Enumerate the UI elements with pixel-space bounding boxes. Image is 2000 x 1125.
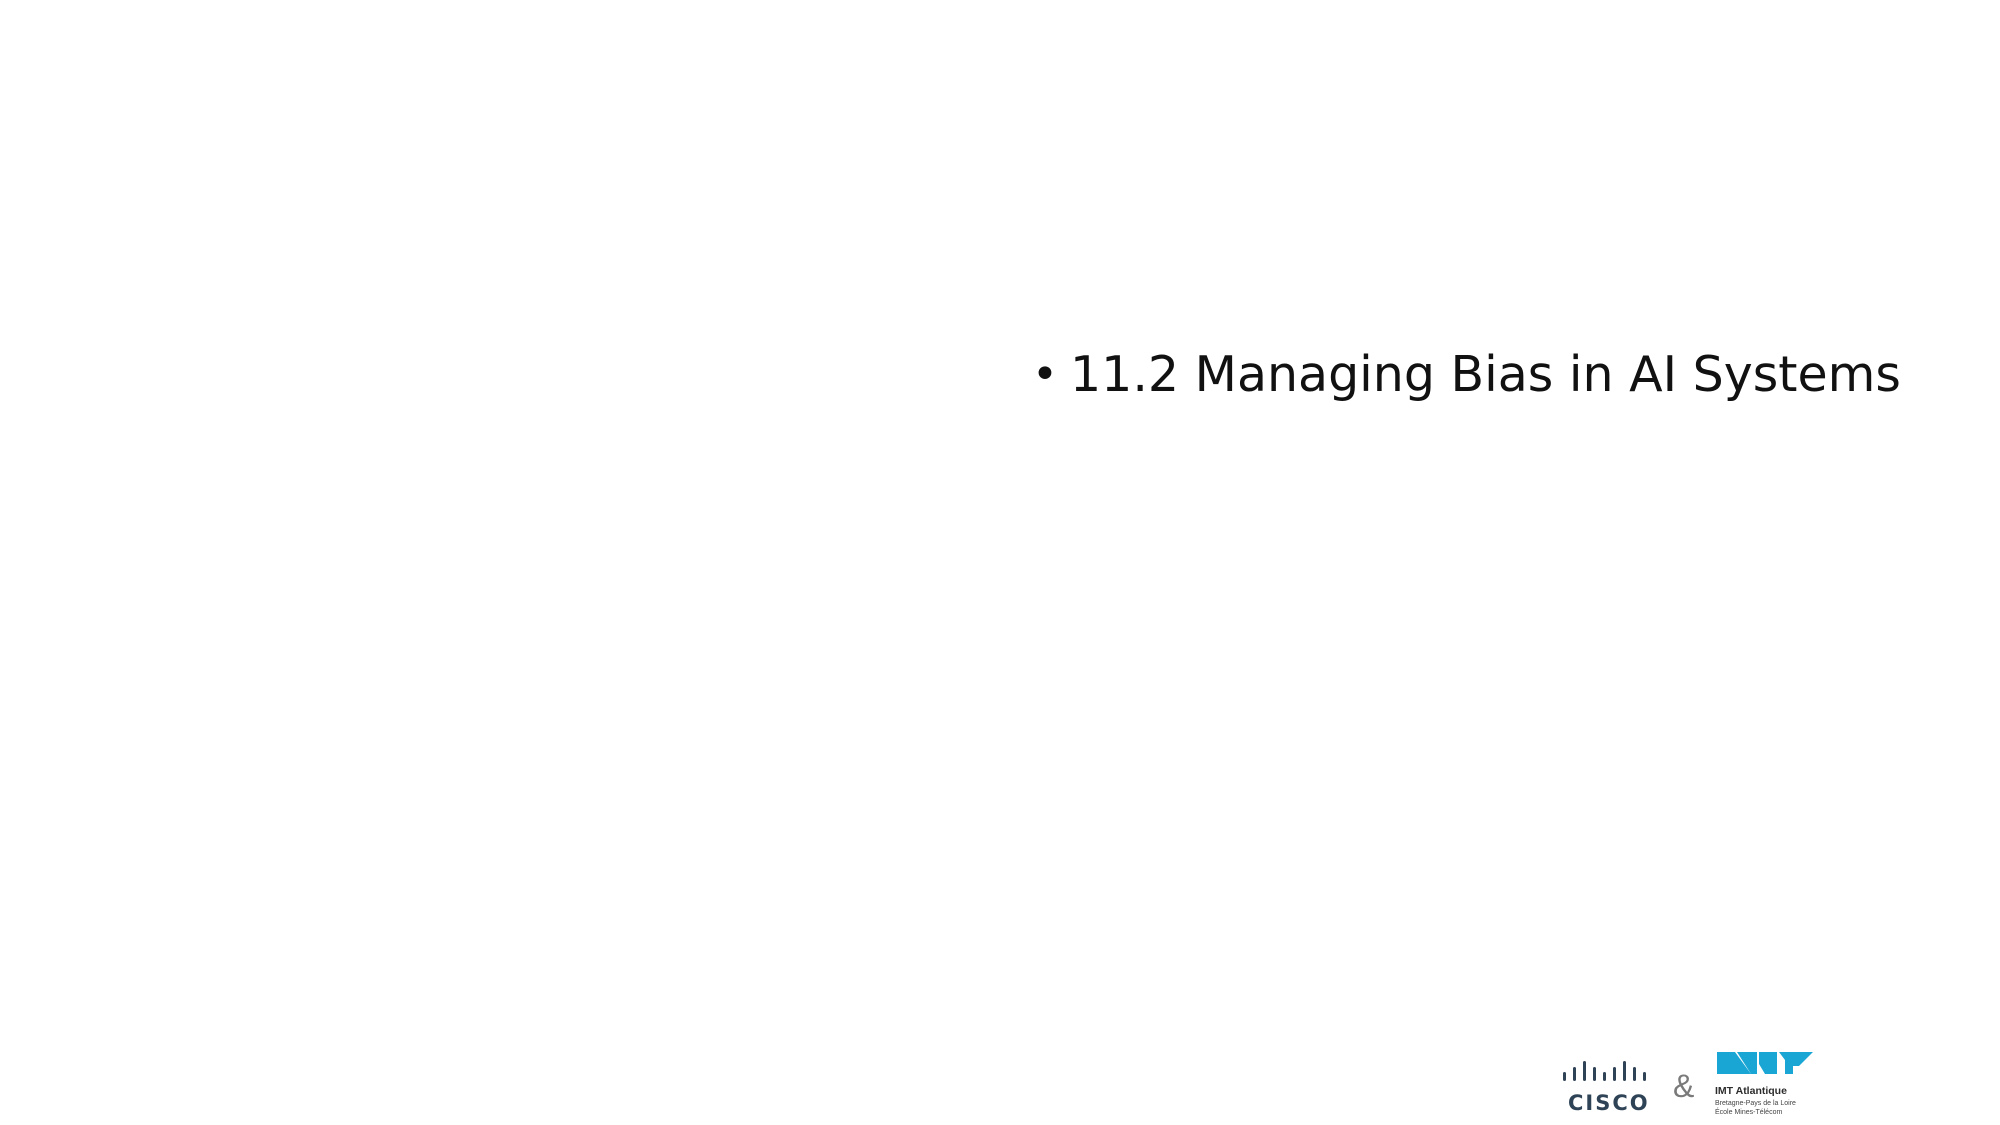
cisco-bars-icon <box>1563 1061 1646 1081</box>
logo-separator: & <box>1673 1068 1695 1104</box>
imt-name: IMT Atlantique <box>1715 1085 1787 1097</box>
bullet-text: 11.2 Managing Bias in AI Systems <box>1070 346 1901 403</box>
bullet-item: • 11.2 Managing Bias in AI Systems <box>1032 346 1901 403</box>
cisco-wordmark: CISCO <box>1568 1091 1650 1115</box>
cisco-logo: CISCO <box>1560 1058 1660 1118</box>
imt-subtitle-line1: Bretagne-Pays de la Loire <box>1715 1100 1796 1107</box>
imt-atlantique-logo: IMT Atlantique Bretagne-Pays de la Loire… <box>1715 1050 1820 1120</box>
imt-subtitle-line2: École Mines-Télécom <box>1715 1109 1783 1116</box>
footer-logos: CISCO & IMT Atlantique Bretagne-Pays de … <box>1560 1050 1820 1120</box>
bullet-dot: • <box>1032 348 1058 400</box>
bullet-list: • 11.2 Managing Bias in AI Systems <box>1032 346 1901 403</box>
imt-shapes-icon <box>1717 1052 1813 1074</box>
